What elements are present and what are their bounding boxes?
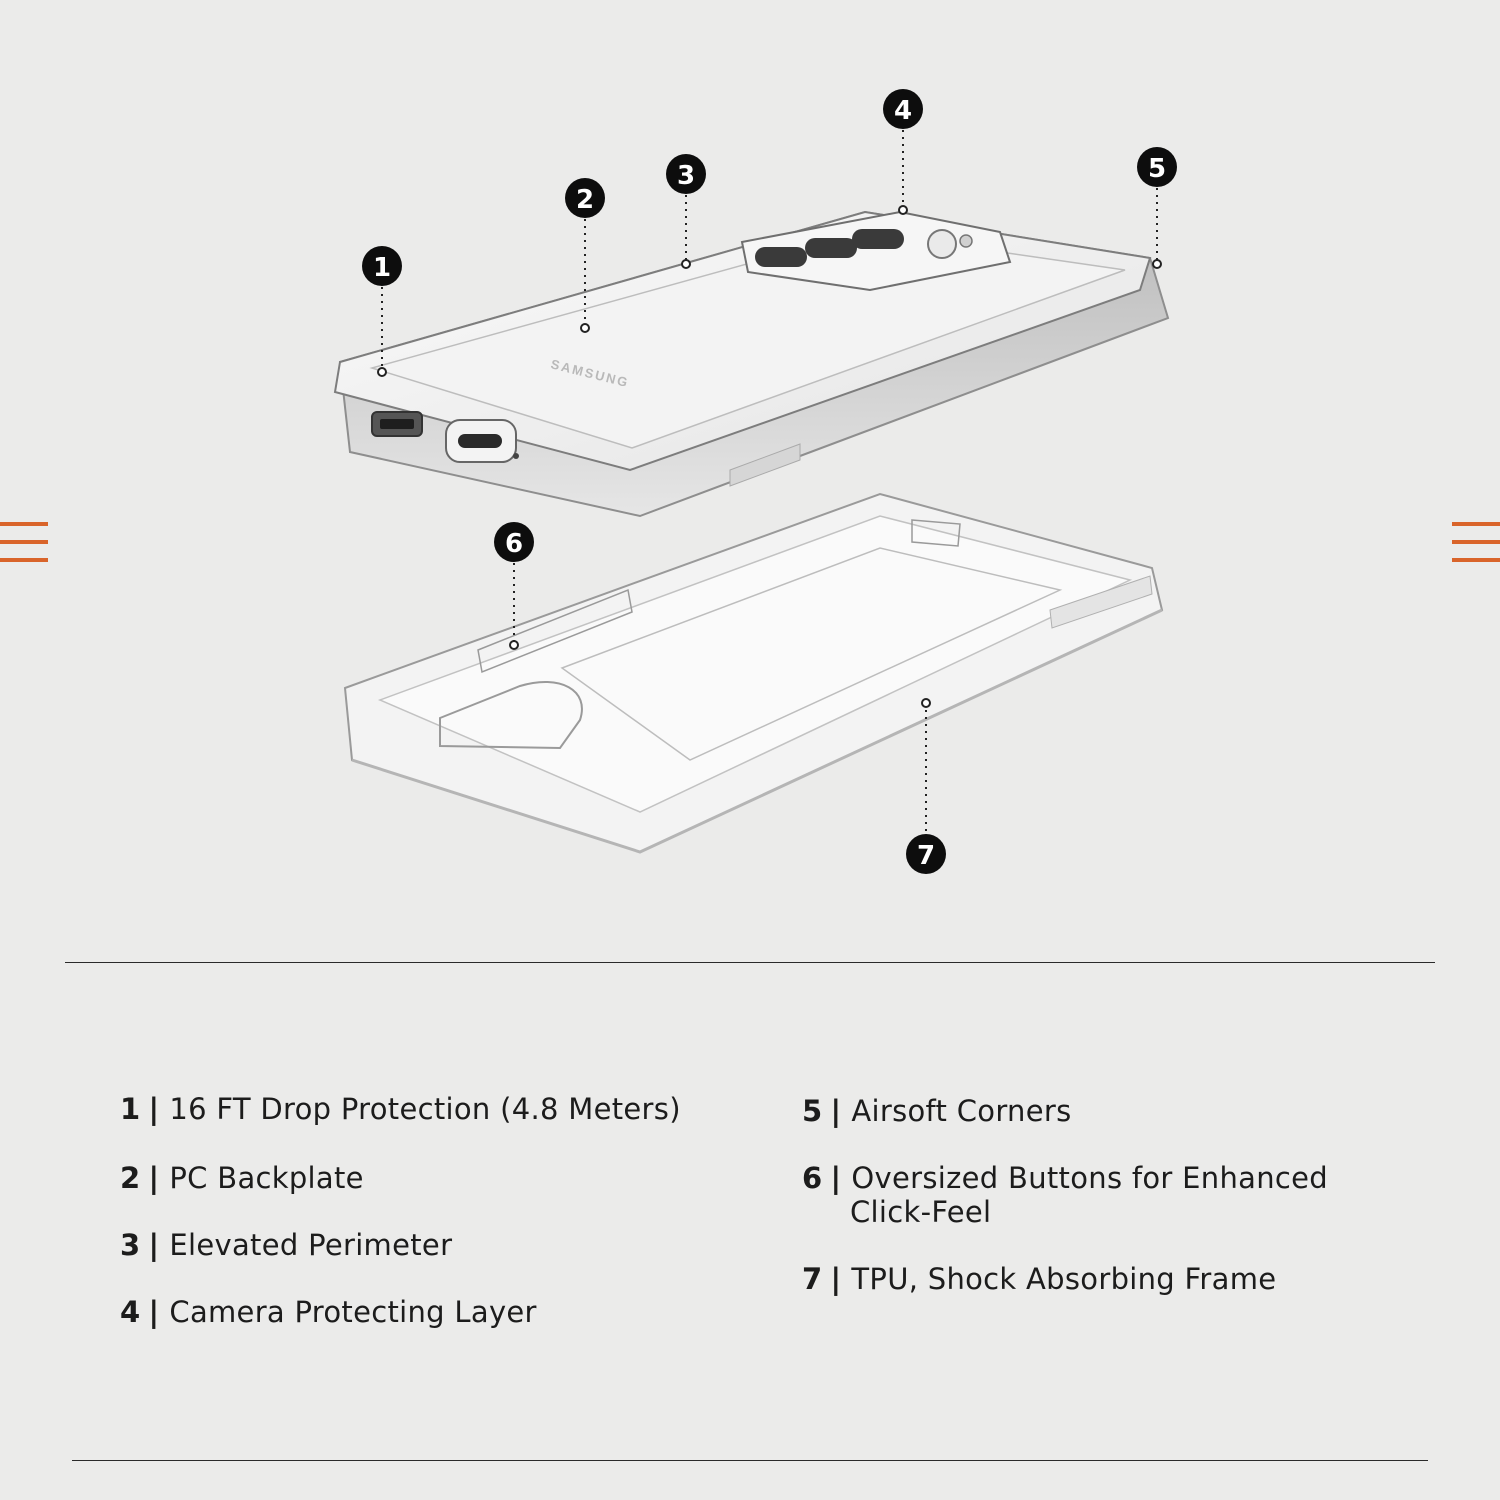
feature-label: TPU, Shock Absorbing Frame xyxy=(851,1262,1277,1296)
callout-number: 5 xyxy=(1148,154,1166,184)
callout-number: 4 xyxy=(894,96,912,126)
phone-case-illustration: SAMSUNG 1 2 xyxy=(333,89,1177,874)
separator: | xyxy=(830,1262,842,1296)
feature-item-6: 6| Oversized Buttons for Enhanced Click-F… xyxy=(802,1161,1328,1229)
callout-number: 3 xyxy=(677,161,695,191)
callout-number: 1 xyxy=(373,253,391,283)
separator: | xyxy=(830,1094,842,1128)
feature-label: Oversized Buttons for Enhanced xyxy=(851,1161,1328,1195)
feature-item-7: 7| TPU, Shock Absorbing Frame xyxy=(802,1262,1276,1296)
callout-marker-1: 1 xyxy=(362,246,402,377)
top-divider xyxy=(65,962,1435,963)
callout-number: 6 xyxy=(505,529,523,559)
feature-label: 16 FT Drop Protection (4.8 Meters) xyxy=(169,1092,681,1126)
callout-marker-6: 6 xyxy=(494,522,534,650)
feature-label-continued: Click-Feel xyxy=(850,1195,992,1229)
accent-bars-right xyxy=(1452,522,1500,576)
accent-bars-left xyxy=(0,522,48,576)
callout-marker-5: 5 xyxy=(1137,147,1177,269)
callout-marker-3: 3 xyxy=(666,154,706,269)
separator: | xyxy=(148,1092,160,1126)
feature-label: Airsoft Corners xyxy=(851,1094,1072,1128)
feature-number: 2 xyxy=(120,1161,141,1195)
feature-label: PC Backplate xyxy=(169,1161,364,1195)
feature-item-2: 2| PC Backplate xyxy=(120,1161,364,1195)
feature-number: 3 xyxy=(120,1228,141,1262)
feature-number: 7 xyxy=(802,1262,823,1296)
separator: | xyxy=(830,1161,842,1195)
feature-item-5: 5| Airsoft Corners xyxy=(802,1094,1072,1128)
clear-case xyxy=(343,492,1164,854)
callout-marker-2: 2 xyxy=(565,178,605,333)
feature-label: Elevated Perimeter xyxy=(169,1228,453,1262)
feature-number: 1 xyxy=(120,1092,141,1126)
callout-number: 7 xyxy=(917,841,935,871)
bottom-divider xyxy=(72,1460,1428,1461)
feature-item-1: 1| 16 FT Drop Protection (4.8 Meters) xyxy=(120,1092,681,1126)
callout-marker-7: 7 xyxy=(906,698,946,874)
separator: | xyxy=(148,1228,160,1262)
feature-number: 6 xyxy=(802,1161,823,1195)
separator: | xyxy=(148,1161,160,1195)
feature-item-3: 3| Elevated Perimeter xyxy=(120,1228,452,1262)
phone-with-case: SAMSUNG xyxy=(333,210,1170,518)
callout-number: 2 xyxy=(576,185,594,215)
separator: | xyxy=(148,1295,160,1329)
feature-number: 5 xyxy=(802,1094,823,1128)
feature-item-4: 4| Camera Protecting Layer xyxy=(120,1295,537,1329)
feature-label: Camera Protecting Layer xyxy=(169,1295,537,1329)
callout-marker-4: 4 xyxy=(883,89,923,215)
feature-number: 4 xyxy=(120,1295,141,1329)
callout-markers: 1 2 3 4 xyxy=(362,89,1177,874)
